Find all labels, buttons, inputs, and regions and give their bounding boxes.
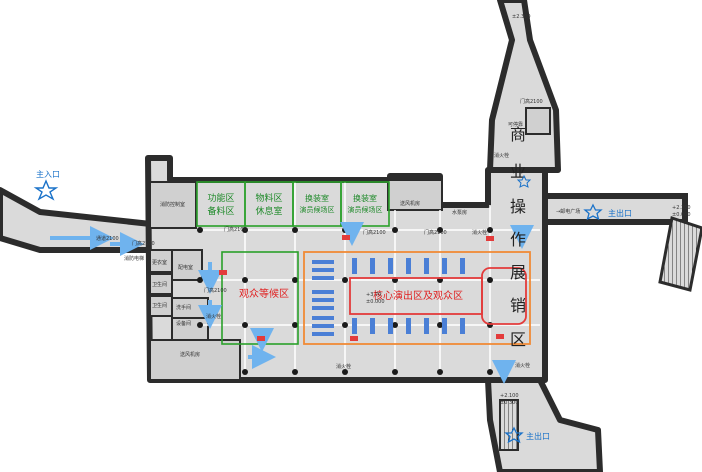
hydrant-tag-1: 消火栓 (494, 152, 509, 159)
hydrant-tag-3: 消火栓 (206, 313, 221, 320)
dress-zone-1-label-2: 演员候场区 (300, 205, 335, 214)
pump-room-label: 水泵房 (452, 209, 467, 216)
hydrant-tag-4: 消火栓 (336, 363, 351, 370)
elevator-label: 消防电梯 (124, 255, 144, 262)
equipment-room-label: 设备间 (176, 320, 191, 327)
star-icon (583, 203, 603, 221)
elevation-bottom-tag-2: ±0.300 (500, 400, 519, 406)
core-zone-outline (303, 251, 531, 345)
door-height-tag-2: 门高2100 (224, 226, 247, 233)
dress-zone-1-label: 换装室 (305, 193, 329, 203)
shelter-tag: 可停靠 (508, 121, 523, 128)
vent-room-bottom-label: 送风机房 (180, 351, 200, 358)
seating-left-column (312, 260, 334, 336)
commercial-char-4: 作 (510, 230, 526, 249)
main-entrance: 主入口 (33, 169, 60, 201)
south-stairs (499, 399, 519, 451)
door-height-tag-3: 门高2100 (363, 229, 386, 236)
commercial-red-zone (481, 267, 527, 325)
core-show-label: 核心演出区及观众区 (373, 289, 463, 302)
commercial-zone-label: 商 业 操 作 展 销 区 (510, 125, 526, 349)
hydrant-tag-5: 消火栓 (515, 362, 530, 369)
seating-top-row (352, 258, 465, 274)
main-entrance-label: 主入口 (36, 169, 60, 179)
hydrant-tag-2: 消火栓 (472, 229, 487, 236)
commercial-char-1: 商 (510, 125, 526, 144)
blank-panel (160, 390, 412, 452)
main-exit-south-label: 主出口 (526, 431, 550, 441)
dress-zone-2-label-2: 演员候场区 (348, 205, 383, 214)
change-room-label: 更衣室 (152, 259, 167, 266)
commercial-char-2: 业 (510, 162, 526, 181)
star-icon (504, 426, 524, 444)
main-exit-east-label: 主出口 (608, 208, 632, 218)
door-height-tag-5: 门高2100 (132, 240, 155, 247)
flow-arrows (50, 222, 534, 384)
commercial-char-5: 展 (510, 263, 526, 282)
door-height-tag-6: 门高2100 (204, 287, 227, 294)
direction-markers (219, 235, 504, 341)
elevation-right-tag-1: +2.300 (672, 205, 691, 211)
props-zone-label: 功能区 (207, 192, 234, 204)
commercial-char-6: 销 (510, 296, 526, 315)
elevation-right-tag-2: ±0.000 (672, 212, 691, 218)
elevation-center-tag-1: +3.70 (366, 292, 381, 298)
main-exit-east: 主出口 (583, 203, 632, 221)
fire-control-room-label: 消防控制室 (160, 201, 185, 208)
star-icon (33, 179, 59, 201)
green-top-zones (196, 181, 390, 227)
door-height-tag-4: 门高2100 (424, 229, 447, 236)
north-corridor (487, 0, 561, 173)
star-icon (516, 174, 532, 188)
sanitation-label-2: 卫生间 (152, 302, 167, 309)
corridor-left-tag: 通道2100 (96, 235, 119, 242)
rest-zone-label: 物料区 (255, 192, 282, 204)
sanitation-label-1: 卫生间 (152, 281, 167, 288)
restroom-label: 洗手间 (176, 304, 191, 311)
commercial-char-7: 区 (510, 330, 526, 349)
distribution-room-label: 配电室 (178, 264, 193, 271)
east-stairs (658, 216, 702, 292)
vent-room-top-label: 送风机房 (400, 200, 420, 207)
commercial-char-3: 操 (510, 197, 526, 216)
seating-bottom-row (352, 318, 465, 334)
top-right-rooms (387, 107, 551, 211)
elevation-top-tag: ±2.300 (512, 14, 531, 20)
main-exit-south: 主出口 (504, 426, 550, 444)
dress-zone-2-label: 换装室 (353, 193, 377, 203)
props-zone-label-2: 备料区 (207, 205, 234, 217)
to-power-plaza-label: →邮电广场 (556, 208, 580, 215)
door-height-tag-1: 门高2100 (520, 98, 543, 105)
audience-wait-label: 观众等候区 (239, 287, 289, 300)
rest-zone-label-2: 休息室 (255, 205, 282, 217)
left-rooms (149, 181, 241, 381)
elevation-bottom-tag-1: +2.100 (500, 393, 519, 399)
elevation-center-tag-2: ±0.000 (366, 299, 385, 305)
